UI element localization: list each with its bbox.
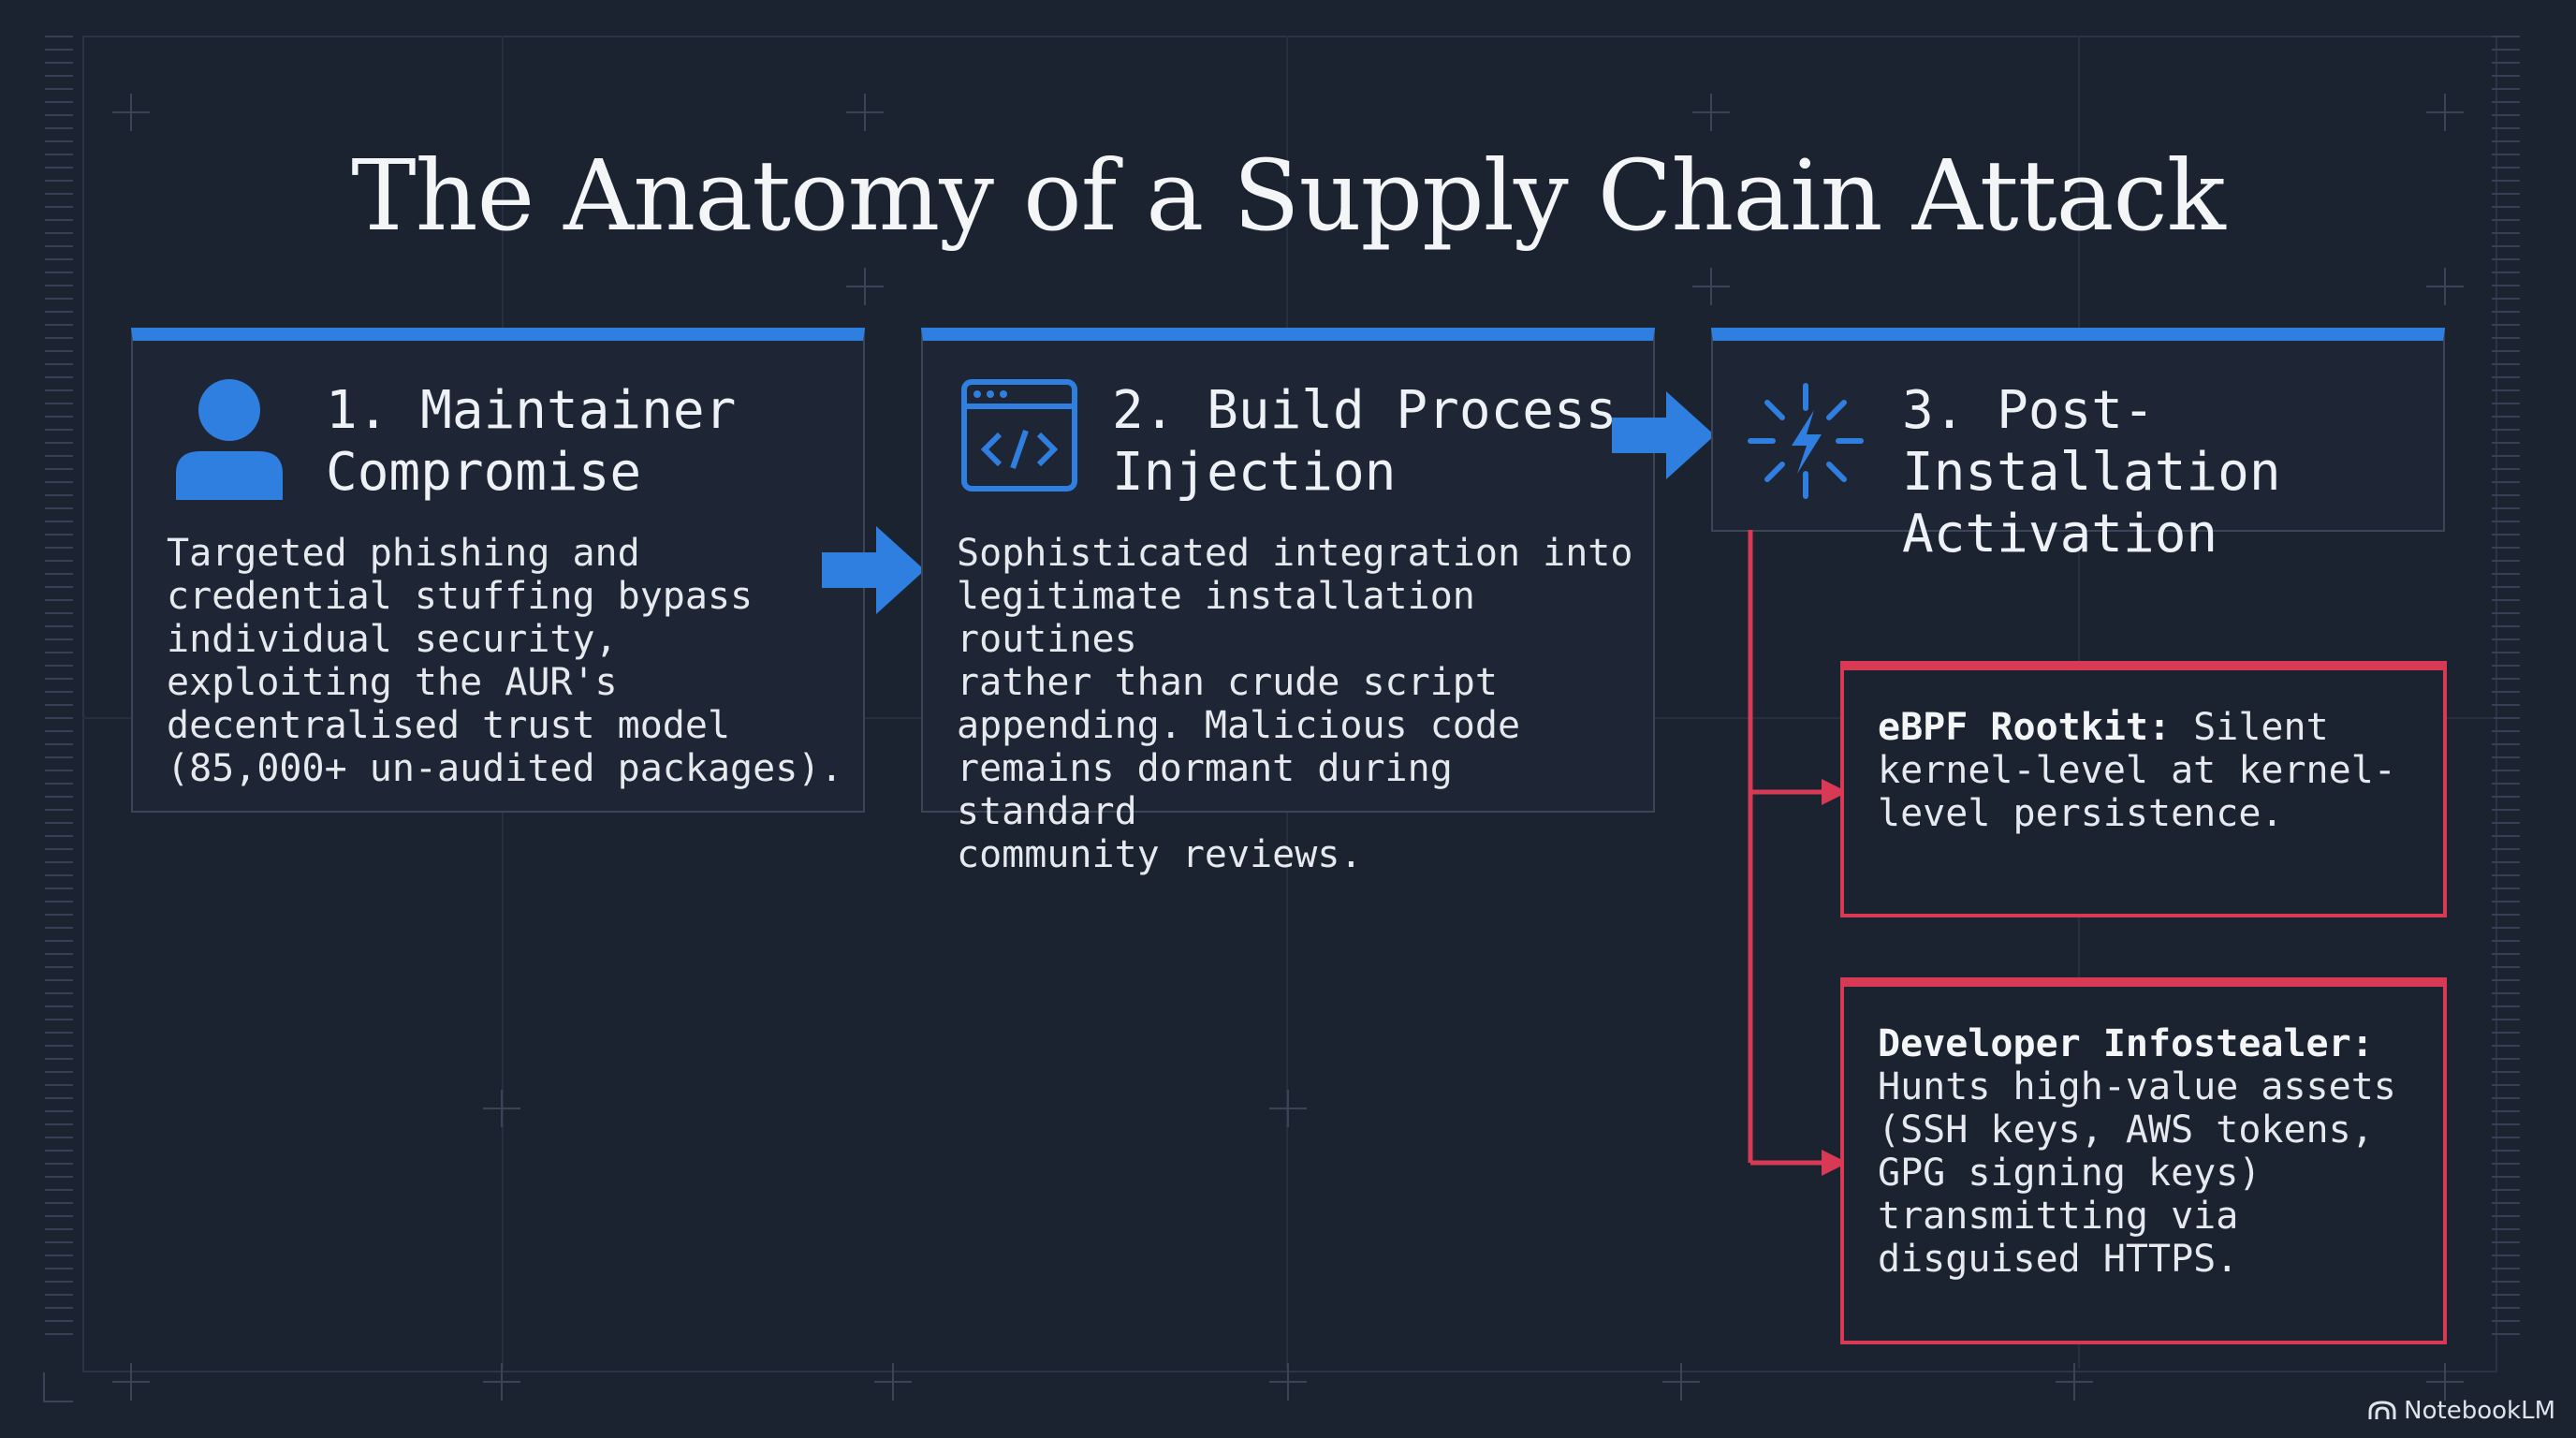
step-heading: 3. Post-Installation Activation (1902, 380, 2443, 565)
crosshair-mark (1269, 1363, 1307, 1401)
crosshair-mark (1269, 1090, 1307, 1127)
step-heading-line: 3. Post-Installation (1902, 380, 2281, 503)
step-card-build-process-injection: 2. Build Process Injection Sophisticated… (921, 328, 1655, 876)
flow-arrow-icon (822, 526, 925, 614)
code-window-icon (961, 379, 1077, 492)
payload-label: Developer Infostealer: (1878, 1022, 2374, 1065)
crosshair-mark (1692, 94, 1730, 131)
crosshair-mark (483, 1090, 520, 1127)
step-heading: 2. Build Process Injection (1112, 380, 1617, 504)
payload-text: Silent kernel-level at kernel-level pers… (1878, 706, 2396, 835)
user-icon (176, 379, 283, 500)
crosshair-mark (2426, 268, 2464, 305)
crosshair-mark (2056, 1363, 2093, 1401)
crosshair-mark (112, 1363, 150, 1401)
payload-description: Developer Infostealer: Hunts high-value … (1878, 1022, 2402, 1281)
flow-arrow-icon (1612, 391, 1715, 479)
crosshair-mark (483, 1363, 520, 1401)
step-description: Sophisticated integration into legitimat… (957, 532, 1633, 876)
crosshair-mark (2426, 94, 2464, 131)
step-heading-line: Injection (1112, 442, 1397, 503)
branding-name: NotebookLM (2404, 1397, 2555, 1425)
step-card-maintainer-compromise: 1. Maintainer Compromise Targeted phishi… (131, 328, 865, 813)
crosshair-mark (1662, 1363, 1700, 1401)
branding: NotebookLM (2368, 1397, 2555, 1425)
crosshair-mark (112, 94, 150, 131)
step-heading-line: 1. Maintainer (326, 380, 737, 441)
payload-box-developer-infostealer: Developer Infostealer: Hunts high-value … (1840, 977, 2447, 1344)
payload-label: eBPF Rootkit: (1878, 706, 2172, 749)
notebooklm-logo-icon (2368, 1401, 2396, 1419)
payload-box-ebpf-rootkit: eBPF Rootkit: Silent kernel-level at ker… (1840, 661, 2447, 917)
slide-title: The Anatomy of a Supply Chain Attack (351, 139, 2226, 253)
crosshair-mark (1692, 268, 1730, 305)
step-description: Targeted phishing and credential stuffin… (167, 532, 843, 790)
corner-mark (43, 1372, 73, 1402)
step-heading-line: 2. Build Process (1112, 380, 1617, 441)
payload-text: Hunts high-value assets (SSH keys, AWS t… (1878, 1065, 2396, 1281)
burst-icon (1748, 383, 1864, 499)
crosshair-mark (2426, 1363, 2464, 1401)
step-heading: 1. Maintainer Compromise (326, 380, 736, 504)
payload-description: eBPF Rootkit: Silent kernel-level at ker… (1878, 706, 2402, 835)
step-heading-line: Activation (1902, 504, 2218, 565)
branch-connector (1748, 530, 1848, 1176)
right-ruler (2492, 36, 2520, 1346)
left-ruler (45, 36, 73, 1346)
step-heading-line: Compromise (326, 442, 642, 503)
crosshair-mark (846, 268, 884, 305)
step-card-post-installation-activation: 3. Post-Installation Activation (1711, 328, 2445, 565)
crosshair-mark (874, 1363, 912, 1401)
crosshair-mark (846, 94, 884, 131)
